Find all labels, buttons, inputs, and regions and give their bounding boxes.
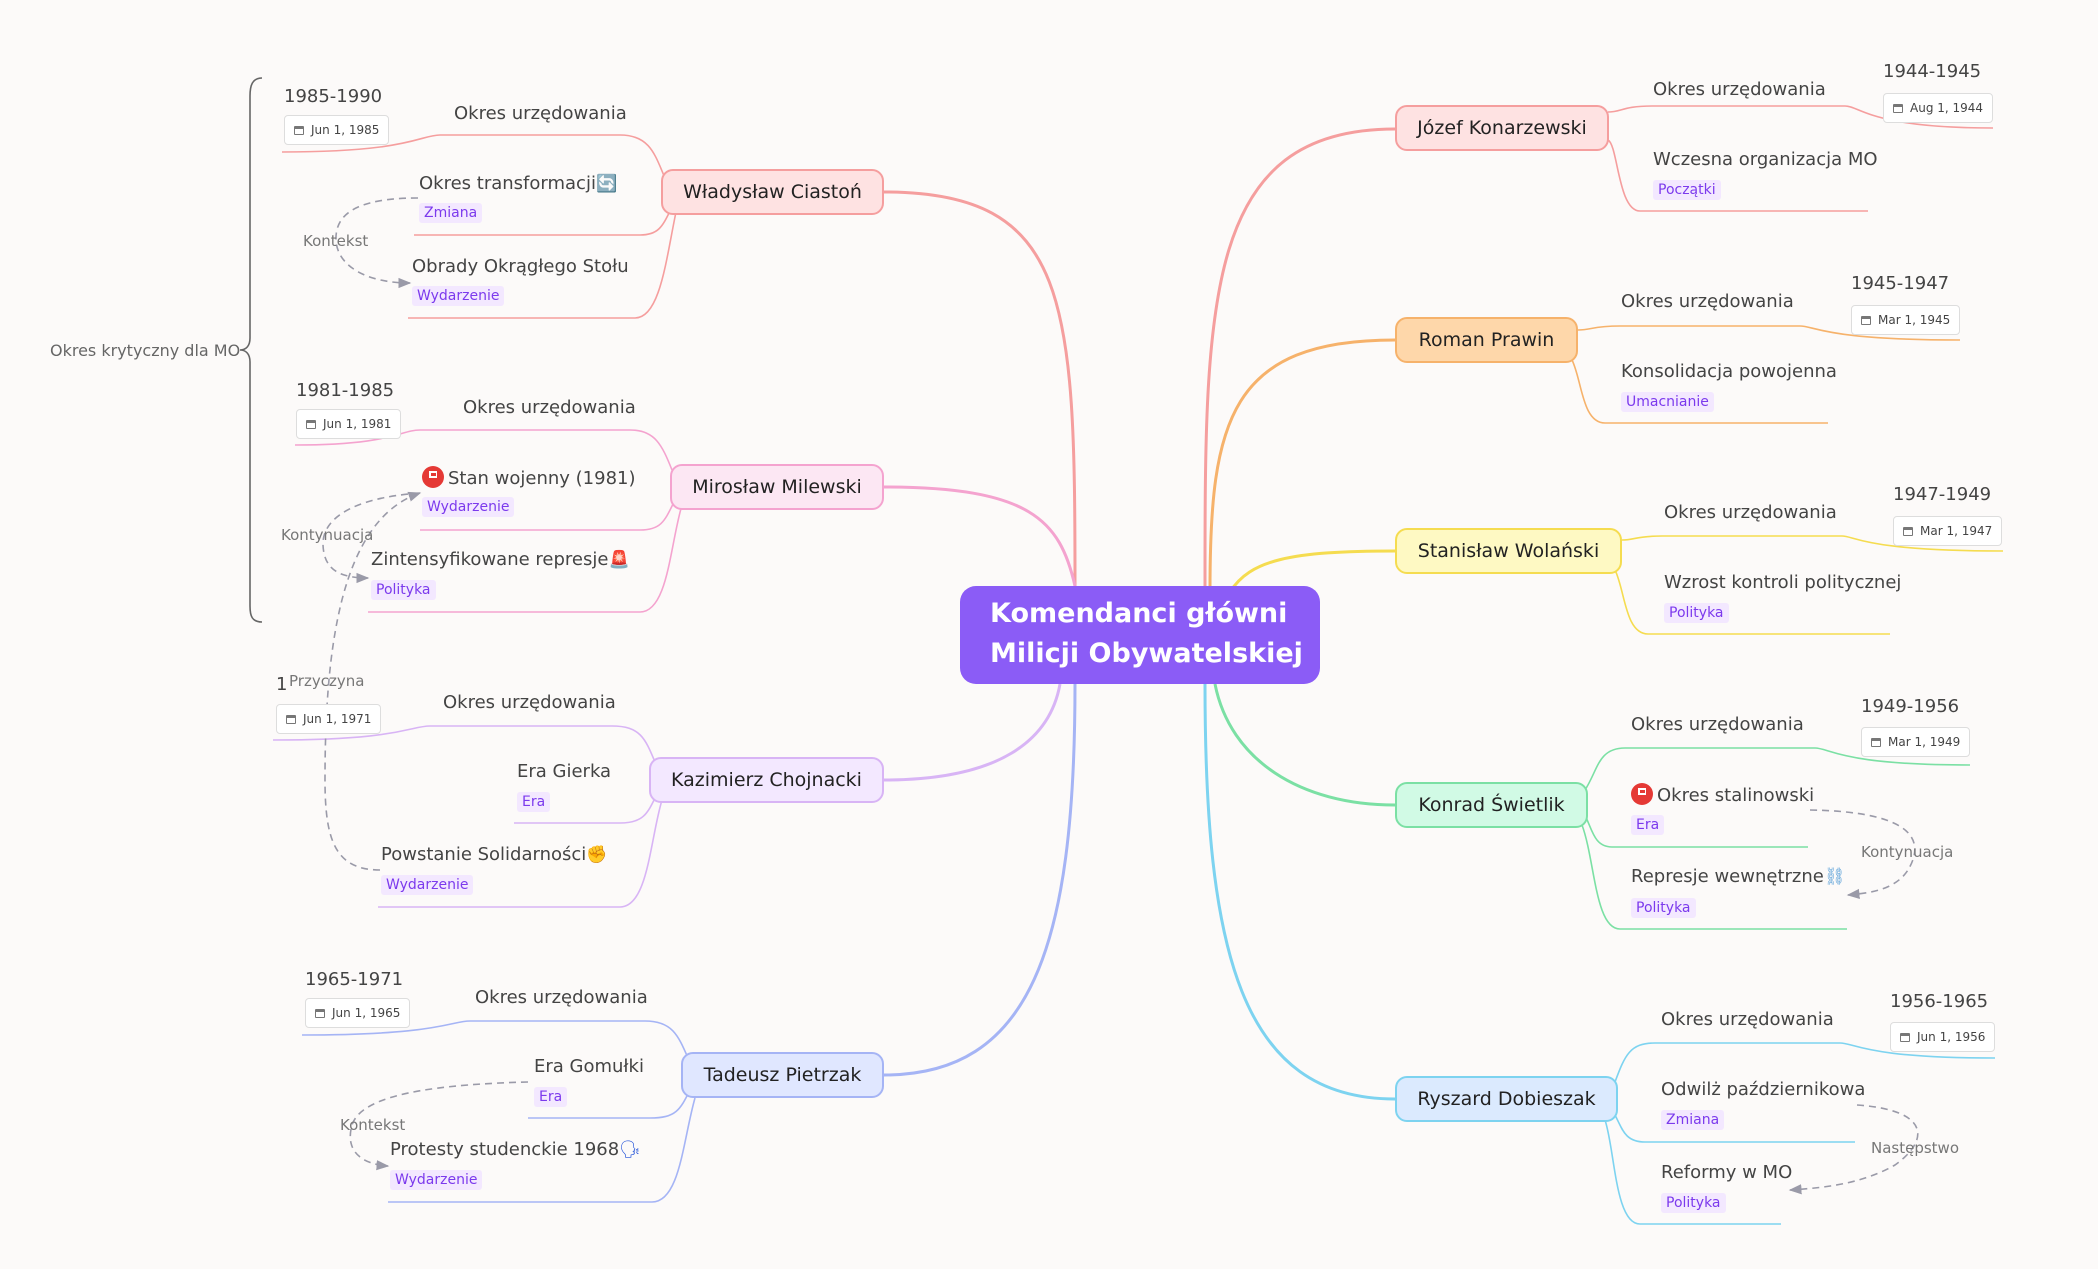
child-topic[interactable]: Okres transformacji🔄 (419, 173, 618, 194)
flag-icon (422, 466, 444, 488)
fist-icon: ✊ (586, 845, 608, 865)
relation-label: Kontynuacja (1861, 843, 1954, 861)
date-badge: Jun 1, 1956 (1890, 1022, 1996, 1052)
calendar-icon (306, 419, 316, 429)
topic-tag: Polityka (1661, 1193, 1726, 1213)
topic-tag: Era (517, 792, 551, 812)
child-topic[interactable]: Protesty studenckie 1968🗣 (390, 1139, 641, 1160)
topic-tag: Polityka (1664, 603, 1729, 623)
relation-label: Kontekst (340, 1116, 406, 1134)
calendar-icon (315, 1008, 325, 1018)
calendar-icon (1893, 103, 1903, 113)
calendar-icon (1871, 737, 1881, 747)
child-topic[interactable]: Represje wewnętrzne⛓ (1631, 866, 1846, 887)
period-label: Okres urzędowania (475, 987, 648, 1008)
calendar-icon (1861, 315, 1871, 325)
refresh-icon: 🔄 (595, 174, 618, 194)
child-topic[interactable]: Powstanie Solidarności✊ (381, 844, 608, 865)
years-label: 1945-1947 (1851, 273, 1950, 294)
topic-tag: Wydarzenie (412, 286, 505, 306)
date-badge: Mar 1, 1945 (1851, 305, 1961, 335)
child-topic[interactable]: Era Gierka (517, 761, 612, 782)
branch-node-pietrzak[interactable]: Tadeusz Pietrzak (681, 1052, 884, 1098)
relation-label: Przyczyna (289, 672, 365, 690)
child-topic[interactable]: Odwilż październikowa (1661, 1079, 1866, 1100)
child-topic[interactable]: Konsolidacja powojenna (1621, 361, 1837, 382)
topic-tag: Początki (1653, 180, 1721, 200)
years-label: 1947-1949 (1893, 484, 1992, 505)
period-label: Okres urzędowania (1664, 502, 1837, 523)
branch-node-dobieszak[interactable]: Ryszard Dobieszak (1395, 1076, 1618, 1122)
child-topic[interactable]: Wczesna organizacja MO (1653, 149, 1878, 170)
period-label: Okres urzędowania (454, 103, 627, 124)
branch-node-chojnacki[interactable]: Kazimierz Chojnacki (649, 757, 884, 803)
child-topic[interactable]: Stan wojenny (1981) (422, 466, 636, 489)
calendar-icon (1903, 526, 1913, 536)
topic-tag: Era (1631, 815, 1665, 835)
branch-node-milewski[interactable]: Mirosław Milewski (670, 464, 884, 510)
topic-tag: Wydarzenie (422, 497, 515, 517)
speaking-head-icon: 🗣 (619, 1140, 641, 1160)
child-topic[interactable]: Obrady Okrągłego Stołu (412, 256, 629, 277)
date-badge: Jun 1, 1971 (276, 704, 382, 734)
topic-tag: Zmiana (1661, 1110, 1725, 1130)
topic-tag: Zmiana (419, 203, 483, 223)
branch-node-swietlik[interactable]: Konrad Świetlik (1395, 782, 1588, 828)
child-topic[interactable]: Era Gomułki (534, 1056, 644, 1077)
bracket-label: Okres krytyczny dla MO (50, 341, 241, 360)
years-label: 1985-1990 (284, 86, 383, 107)
years-label: 1956-1965 (1890, 991, 1989, 1012)
topic-tag: Wydarzenie (390, 1170, 483, 1190)
topic-tag: Era (534, 1087, 568, 1107)
relation-label: Kontekst (303, 232, 369, 250)
relation-label: Kontynuacja (281, 526, 374, 544)
topic-tag: Wydarzenie (381, 875, 474, 895)
period-label: Okres urzędowania (1661, 1009, 1834, 1030)
root-title-line1: Komendanci główni (990, 598, 1288, 629)
child-topic[interactable]: Okres stalinowski (1631, 783, 1814, 806)
date-badge: Mar 1, 1947 (1893, 516, 2003, 546)
siren-icon: 🚨 (608, 550, 630, 570)
calendar-icon (294, 125, 304, 135)
period-label: Okres urzędowania (1621, 291, 1794, 312)
child-topic[interactable]: Wzrost kontroli politycznej (1664, 572, 1902, 593)
child-topic[interactable]: Zintensyfikowane represje🚨 (371, 549, 630, 570)
chain-icon: ⛓ (1823, 867, 1846, 887)
topic-tag: Umacnianie (1621, 392, 1714, 412)
branch-node-prawin[interactable]: Roman Prawin (1395, 317, 1578, 363)
calendar-icon (286, 714, 296, 724)
years-label: 1 (276, 674, 288, 695)
date-badge: Jun 1, 1981 (296, 409, 402, 439)
child-topic[interactable]: Reformy w MO (1661, 1162, 1793, 1183)
flag-icon (1631, 783, 1653, 805)
root-title-line2: Milicji Obywatelskiej (990, 638, 1303, 669)
years-label: 1944-1945 (1883, 61, 1982, 82)
topic-tag: Polityka (1631, 898, 1696, 918)
years-label: 1965-1971 (305, 969, 404, 990)
branch-node-ciaston[interactable]: Władysław Ciastoń (661, 169, 884, 215)
period-label: Okres urzędowania (463, 397, 636, 418)
calendar-icon (1900, 1032, 1910, 1042)
years-label: 1981-1985 (296, 380, 395, 401)
period-label: Okres urzędowania (1631, 714, 1804, 735)
branch-node-konarzewski[interactable]: Józef Konarzewski (1395, 105, 1609, 151)
relation-label: Następstwo (1871, 1139, 1960, 1157)
date-badge: Jun 1, 1985 (284, 115, 390, 145)
date-badge: Aug 1, 1944 (1883, 93, 1994, 123)
root-node[interactable]: Komendanci główni Milicji Obywatelskiej (960, 586, 1320, 684)
period-label: Okres urzędowania (1653, 79, 1826, 100)
date-badge: Jun 1, 1965 (305, 998, 411, 1028)
branch-node-wolanski[interactable]: Stanisław Wolański (1395, 528, 1622, 574)
years-label: 1949-1956 (1861, 696, 1960, 717)
period-label: Okres urzędowania (443, 692, 616, 713)
date-badge: Mar 1, 1949 (1861, 727, 1971, 757)
topic-tag: Polityka (371, 580, 436, 600)
